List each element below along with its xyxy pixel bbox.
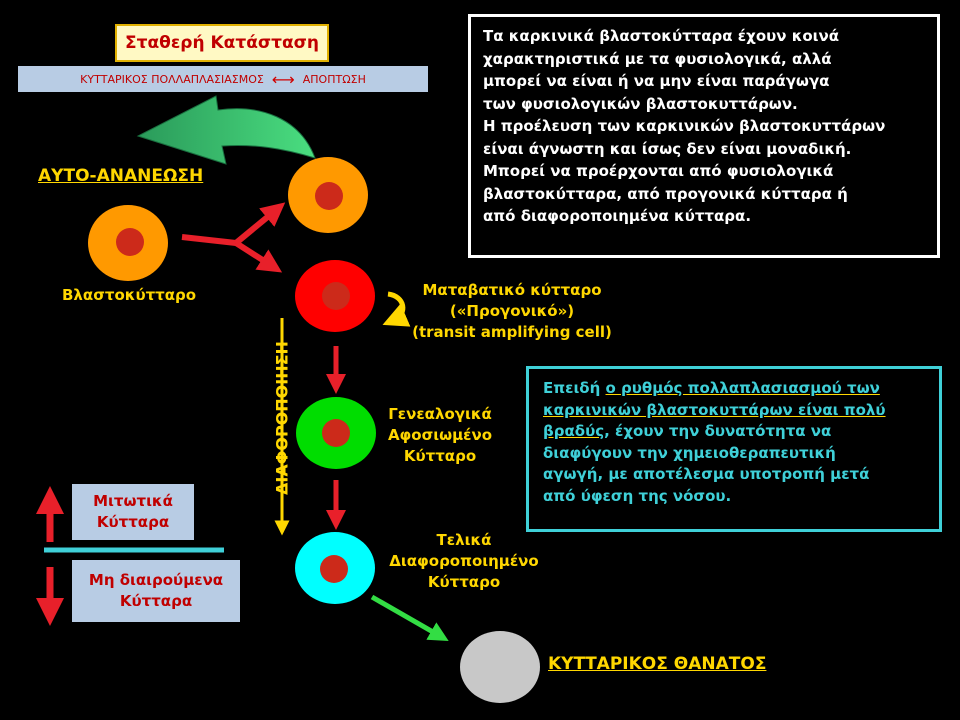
transit-cell-line2: («Προγονικό»)	[449, 302, 575, 320]
branch-down-arrow	[234, 240, 283, 273]
steady-state-box: Σταθερή Κατάσταση	[115, 24, 329, 62]
cyan-underlined-3: βραδύς	[543, 422, 605, 440]
self-renewal-arrow	[136, 95, 316, 165]
renewed-stem-cell-nucleus	[315, 182, 343, 210]
self-renewal-label: ΑΥΤΟ-ΑΝΑΝΕΩΣΗ	[38, 166, 204, 186]
committed-cell-line1: Γενεαλογικά	[388, 405, 492, 423]
terminal-cell-line1: Τελικά	[436, 531, 492, 549]
mitotic-line2: Κύτταρα	[96, 513, 170, 531]
cyan-line-6: από ύφεση της νόσου.	[543, 486, 732, 505]
steady-state-label: Σταθερή Κατάσταση	[125, 33, 319, 53]
transit-cell-line3: (transit amplifying cell)	[412, 323, 612, 341]
info-line: είναι άγνωστη και ίσως δεν είναι μοναδικ…	[483, 139, 852, 158]
transit-cell-nucleus	[322, 282, 350, 310]
committed-cell-nucleus	[322, 419, 350, 447]
mitotic-cells-box: Μιτωτικά Κύτταρα	[72, 484, 194, 540]
stem-cell-label: Βλαστοκύτταρο	[62, 286, 197, 304]
info-line: Η προέλευση των καρκινικών βλαστοκυττάρω…	[483, 117, 886, 135]
info-line: βλαστοκύτταρα, από προγονικά κύτταρα ή	[483, 184, 848, 203]
transit-cell-line1: Ματαβατικό κύτταρο	[422, 281, 602, 299]
differentiation-label: ΔΙΑΦΟΡΟΠΟΙΗΣΗ	[272, 341, 292, 495]
branch-stem-line	[181, 234, 237, 246]
info-line: μπορεί να είναι ή να μην είναι παράγωγα	[483, 72, 830, 90]
terminal-cell-label: Τελικά Διαφοροποιημένο Κύτταρο	[382, 530, 546, 593]
info-line: από διαφοροποιημένα κύτταρα.	[483, 207, 752, 225]
terminal-cell-line2: Διαφοροποιημένο	[389, 552, 539, 570]
transit-cell-label: Ματαβατικό κύτταρο («Προγονικό») (transi…	[384, 280, 640, 343]
cyan-line-3: βραδύς, έχουν την δυνατότητα να	[543, 421, 929, 443]
branch-up-arrow	[234, 202, 286, 246]
cyan-line3-rest: , έχουν την δυνατότητα να	[604, 422, 832, 440]
cyan-line-5: αγωγή, με αποτέλεσμα υποτροπή μετά	[543, 465, 870, 483]
info-line: Τα καρκινικά βλαστοκύτταρα έχουν κοινά	[483, 27, 840, 45]
transit-self-loop-arrow	[382, 291, 411, 327]
terminal-cell-nucleus	[320, 555, 348, 583]
apoptosis-label: ΑΠΟΠΤΩΣΗ	[302, 72, 366, 86]
cell-death-label: ΚΥΤΤΑΡΙΚΟΣ ΘΑΝΑΤΟΣ	[548, 654, 767, 674]
double-arrow-icon: ⟷	[271, 69, 295, 89]
cyan-underlined-1: ο ρυθμός πολλαπλασιασμού των	[605, 379, 880, 397]
dead-cell	[460, 631, 540, 703]
cyan-line-4: διαφύγουν την χημειοθεραπευτική	[543, 443, 836, 462]
mitotic-line1: Μιτωτικά	[93, 492, 173, 510]
cyan-underlined-2: καρκινικών βλαστοκυττάρων είναι πολύ	[543, 400, 886, 419]
committed-cell-label: Γενεαλογικά Αφοσιωμένο Κύτταρο	[370, 404, 510, 467]
non-dividing-cells-box: Μη διαιρούμενα Κύτταρα	[72, 560, 240, 622]
terminal-cell-line3: Κύτταρο	[427, 573, 501, 591]
cyan-line-1: Επειδή ο ρυθμός πολλαπλασιασμού των	[543, 378, 929, 400]
stem-cell-nucleus	[116, 228, 144, 256]
non-dividing-line1: Μη διαιρούμενα	[88, 571, 224, 589]
proliferation-label: ΚΥΤΤΑΡΙΚΟΣ ΠΟΛΛΑΠΛΑΣΙΑΣΜΟΣ	[80, 72, 264, 86]
terminal-to-death-arrow	[370, 594, 449, 641]
proliferation-apoptosis-bar: ΚΥΤΤΑΡΙΚΟΣ ΠΟΛΛΑΠΛΑΣΙΑΣΜΟΣ ⟷ ΑΠΟΠΤΩΣΗ	[18, 66, 428, 92]
cancer-stem-cell-info-box: Τα καρκινικά βλαστοκύτταρα έχουν κοινά χ…	[468, 14, 940, 258]
committed-cell-line3: Κύτταρο	[403, 447, 477, 465]
cyan-prefix: Επειδή	[543, 379, 606, 397]
chemotherapy-escape-box: Επειδή ο ρυθμός πολλαπλασιασμού των καρκ…	[526, 366, 942, 532]
info-line: των φυσιολογικών βλαστοκυττάρων.	[483, 94, 798, 113]
cyan-line-2: καρκινικών βλαστοκυττάρων είναι πολύ	[543, 400, 929, 422]
info-line: χαρακτηριστικά με τα φυσιολογικά, αλλά	[483, 49, 832, 68]
committed-cell-line2: Αφοσιωμένο	[387, 426, 493, 444]
non-dividing-line2: Κύτταρα	[119, 592, 193, 610]
info-line: Μπορεί να προέρχονται από φυσιολογικά	[483, 162, 834, 180]
